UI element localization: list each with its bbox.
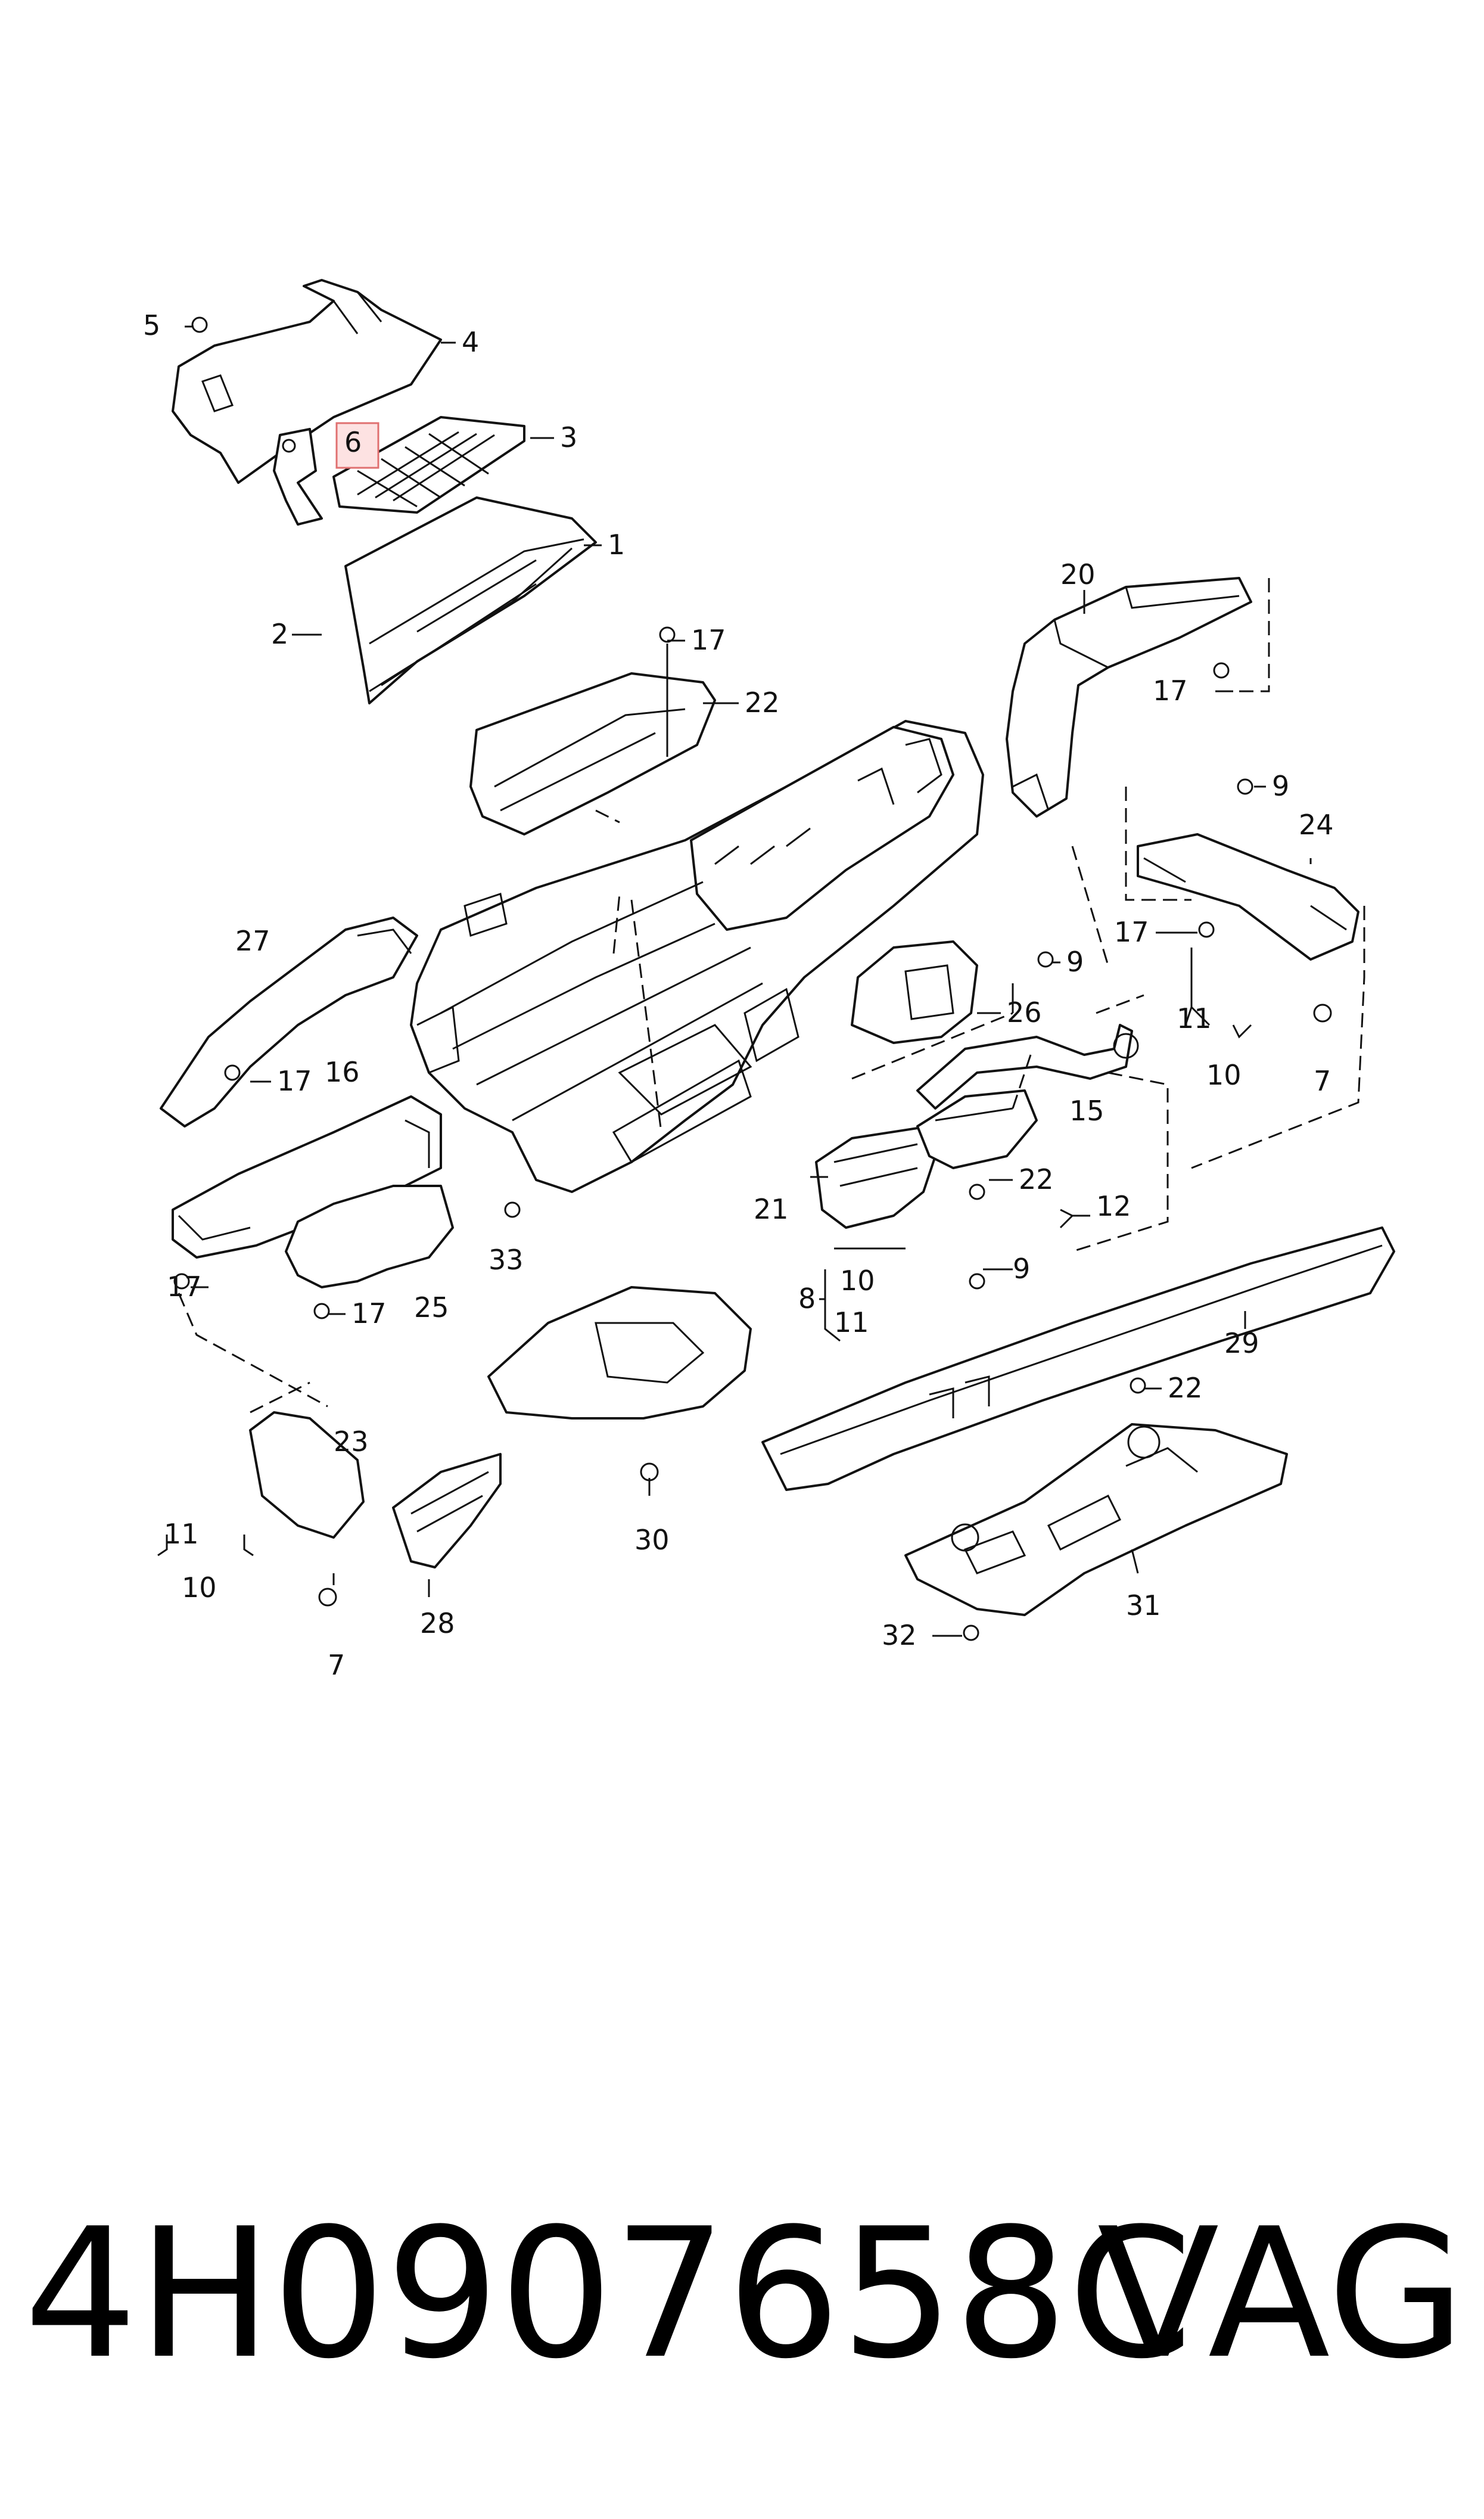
callout-11a: 11 [1177,1002,1212,1035]
callout-12: 12 [1096,1190,1131,1222]
callout-28: 28 [420,1607,455,1639]
callout-23: 23 [334,1425,369,1458]
callout-7a: 7 [1314,1065,1331,1097]
callout-6: 6 [344,426,362,458]
callout-10c: 10 [182,1571,217,1604]
callout-8: 8 [798,1282,816,1315]
callout-4: 4 [462,326,479,358]
part-3-filter-grid [332,416,525,514]
callout-17d: 17 [277,1065,312,1097]
callout-11c: 11 [164,1518,199,1550]
brand-label: VAG [1097,2190,1466,2398]
callout-9c: 9 [1013,1253,1030,1285]
footer: 4H0907658C VAG [24,2181,1466,2431]
part-6-actuator [273,428,323,526]
part-16-lower-duct [172,1095,442,1259]
callout-6-highlight [335,422,379,469]
part-21-center-vents [815,1089,1038,1229]
part-1-housing-box [344,496,597,704]
callout-17e: 17 [167,1271,202,1303]
callout-9b: 9 [1066,946,1084,978]
part-25-bent-duct [285,1185,454,1288]
part-20-vent-frame [469,672,716,835]
parts-diagram: 5 4 6 3 1 2 17 22 20 17 9 24 17 9 11 10 … [143,279,1395,1681]
callout-9a: 9 [1272,770,1289,802]
part-23-duct [249,1411,365,1539]
callout-1: 1 [608,529,625,561]
callout-17f: 17 [351,1297,387,1330]
callout-10a: 10 [1206,1059,1242,1091]
callout-29: 29 [1224,1327,1259,1359]
housing-piece-lower-center [487,1286,752,1420]
part-29-vent-strip [761,1226,1395,1491]
callout-7b: 7 [328,1649,345,1681]
callout-17b: 17 [1153,675,1188,707]
callout-22a: 22 [1019,1163,1054,1195]
callout-20: 22 [745,687,780,719]
callout-32: 32 [882,1619,917,1651]
main-hvac-assembly [410,720,984,1193]
callout-24: 24 [1299,809,1334,841]
part-28-vent [392,1453,502,1568]
callout-17c: 17 [1114,916,1149,948]
callout-10b: 10 [840,1265,875,1297]
callout-27: 27 [235,925,270,957]
callout-2: 2 [271,618,288,650]
part-18-duct [1006,577,1252,818]
part-31-floor-plate [904,1423,1288,1616]
part-15-hose [916,1024,1139,1110]
callout-3: 3 [560,421,577,454]
callout-31: 31 [1126,1589,1161,1622]
part-4-duct-cover [172,279,442,484]
callout-18: 20 [1060,558,1096,591]
callout-5: 5 [143,309,160,341]
callout-17a: 17 [691,624,726,656]
callout-33: 33 [489,1244,524,1276]
callout-15: 15 [1069,1095,1105,1127]
dashed-assembly-lines [178,578,1365,1414]
callout-11b: 11 [834,1306,869,1338]
callout-16: 16 [325,1056,360,1088]
part-24-right-duct [1137,833,1359,961]
callout-22b: 22 [1168,1372,1203,1404]
part-26-duct [851,940,978,1044]
callout-25: 25 [414,1291,449,1324]
callout-21: 21 [754,1193,789,1225]
callout-26: 26 [1007,996,1042,1029]
fasteners [173,316,1332,1641]
part-number: 4H0907658C [24,2190,1193,2398]
callout-30: 30 [634,1524,670,1556]
leader-lines [157,325,1312,1637]
callout-labels: 5 4 6 3 1 2 17 22 20 17 9 24 17 9 11 10 … [143,309,1334,1681]
